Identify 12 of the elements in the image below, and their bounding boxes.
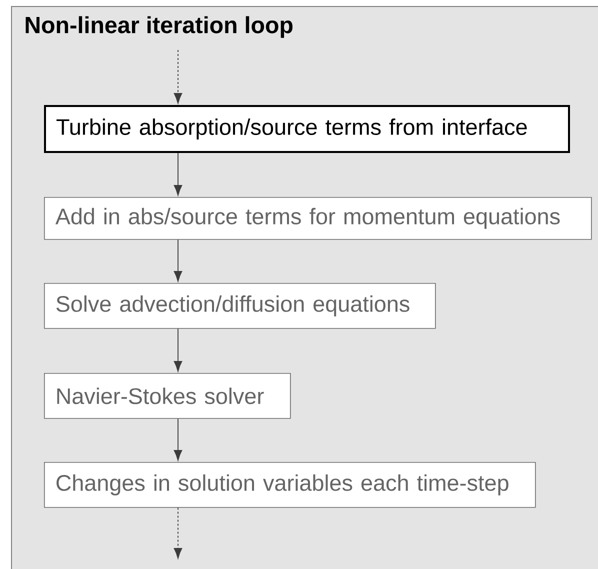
process-box: Add in abs/source terms for momentum equations [44,197,592,240]
panel-heading: Non-linear iteration loop [26,16,292,38]
arrow [174,239,182,282]
process-box: Navier-Stokes solver [44,373,291,419]
arrow [174,50,182,104]
process-box: Changes in solution variables each time-step [44,462,536,508]
arrow [174,418,182,461]
arrow [174,507,182,559]
process-box: Turbine absorption/source terms from interface [44,105,570,153]
arrow [174,328,182,372]
arrow [174,152,182,196]
process-box: Solve advection/diffusion equations [44,283,436,329]
